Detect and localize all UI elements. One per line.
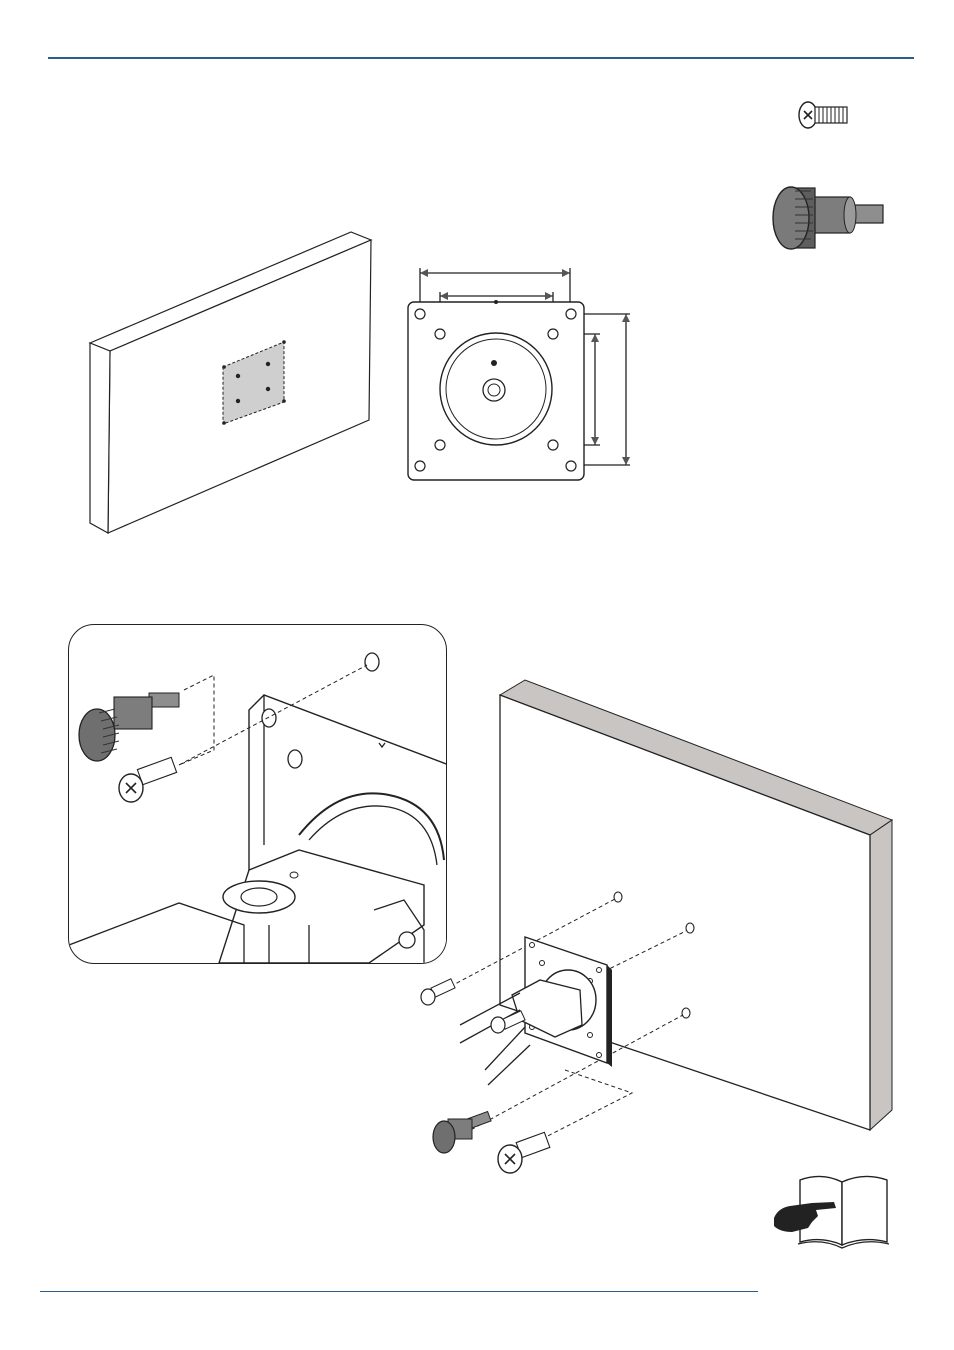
vesa-plate-diagram [400,262,640,487]
small-screw-icon [795,95,855,135]
footer-rule [40,1291,758,1292]
monitor-mounting-exploded-view [400,675,900,1165]
header-rule [48,57,914,59]
detail-inset [68,624,447,964]
manual-reference-icon [772,1170,892,1250]
thumb-screw-icon [765,183,890,258]
monitor-back-with-vesa-area [88,230,373,535]
